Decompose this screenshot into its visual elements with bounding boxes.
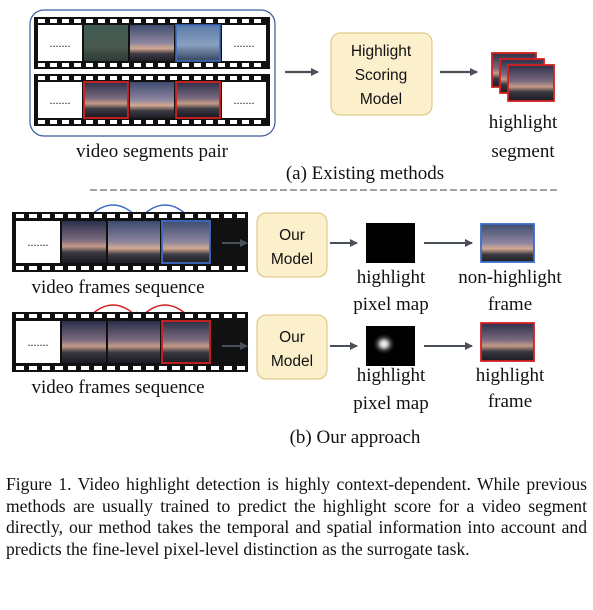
film-strip-a2: ....... .......	[34, 74, 270, 126]
current-frame-highlight	[161, 320, 211, 364]
placeholder-dots: .......	[28, 335, 49, 349]
placeholder-frame	[38, 25, 82, 61]
film-strip-b2: .......	[12, 312, 248, 372]
highlight-segment-label-line2: segment	[491, 141, 555, 162]
placeholder-dots: .......	[50, 36, 71, 50]
pixel-map-label-row2-line1: highlight	[357, 365, 426, 386]
non-highlight-frame-output	[480, 223, 535, 263]
segment-pair-label: video segments pair	[76, 141, 229, 162]
model-label-line1: Our	[279, 329, 305, 346]
sprocket-holes	[16, 214, 245, 270]
figure-diagram: ....... ....... ....... ....... video se…	[12, 9, 562, 448]
pixel-map-dark	[366, 223, 415, 263]
figure-caption: Figure 1. Video highlight detection is h…	[6, 474, 587, 559]
video-frame	[62, 221, 106, 263]
model-label-line1: Highlight	[351, 43, 412, 60]
video-frame	[130, 82, 174, 118]
highlight-scoring-model-box: Highlight Scoring Model	[330, 32, 433, 116]
video-frame	[175, 24, 221, 62]
frame-label-row1-line1: non-highlight	[458, 267, 562, 288]
placeholder-dots: .......	[50, 93, 71, 107]
section-b-label: (b) Our approach	[290, 427, 421, 448]
model-label-line3: Model	[360, 91, 402, 108]
video-frame	[62, 321, 106, 363]
pixel-map-label-row1-line2: pixel map	[353, 294, 428, 315]
sprocket-holes	[16, 314, 245, 370]
section-a-label: (a) Existing methods	[286, 163, 444, 184]
highlight-video-frame	[83, 81, 129, 119]
model-label-line2: Model	[271, 251, 313, 268]
placeholder-frame	[16, 321, 60, 363]
highlight-segment-stack	[491, 52, 555, 102]
film-strip-b1: .......	[12, 212, 248, 272]
placeholder-dots: .......	[234, 93, 255, 107]
placeholder-frame	[222, 82, 266, 118]
pixel-map-label-row1-line1: highlight	[357, 267, 426, 288]
frame-label-row1-line2: frame	[488, 294, 532, 315]
placeholder-frame	[222, 25, 266, 61]
sprocket-holes	[38, 76, 261, 124]
placeholder-frame	[16, 221, 60, 263]
placeholder-frame	[38, 82, 82, 118]
video-frame	[108, 321, 160, 363]
video-frame	[108, 221, 160, 263]
model-label-line2: Scoring	[355, 67, 408, 84]
sprocket-holes	[38, 19, 261, 67]
model-label-line1: Our	[279, 227, 305, 244]
highlight-segment-label-line1: highlight	[489, 112, 558, 133]
segment-pair-container	[29, 9, 276, 137]
sequence-label-row1: video frames sequence	[31, 277, 204, 298]
model-label-line2: Model	[271, 353, 313, 370]
placeholder-dots: .......	[234, 36, 255, 50]
placeholder-dots: .......	[28, 235, 49, 249]
frame-label-row2-line1: highlight	[476, 365, 545, 386]
highlight-video-frame	[175, 81, 221, 119]
highlight-frame-output	[480, 322, 535, 362]
film-strip-a1: ....... .......	[34, 17, 270, 69]
sequence-label-row2: video frames sequence	[31, 377, 204, 398]
our-model-box-row1: Our Model	[256, 212, 328, 278]
video-frame	[84, 25, 128, 61]
video-frame	[130, 25, 174, 61]
our-model-box-row2: Our Model	[256, 314, 328, 380]
pixel-map-label-row2-line2: pixel map	[353, 393, 428, 414]
pixel-map-glow	[366, 326, 415, 366]
current-frame-non-highlight	[161, 220, 211, 264]
frame-label-row2-line2: frame	[488, 391, 532, 412]
